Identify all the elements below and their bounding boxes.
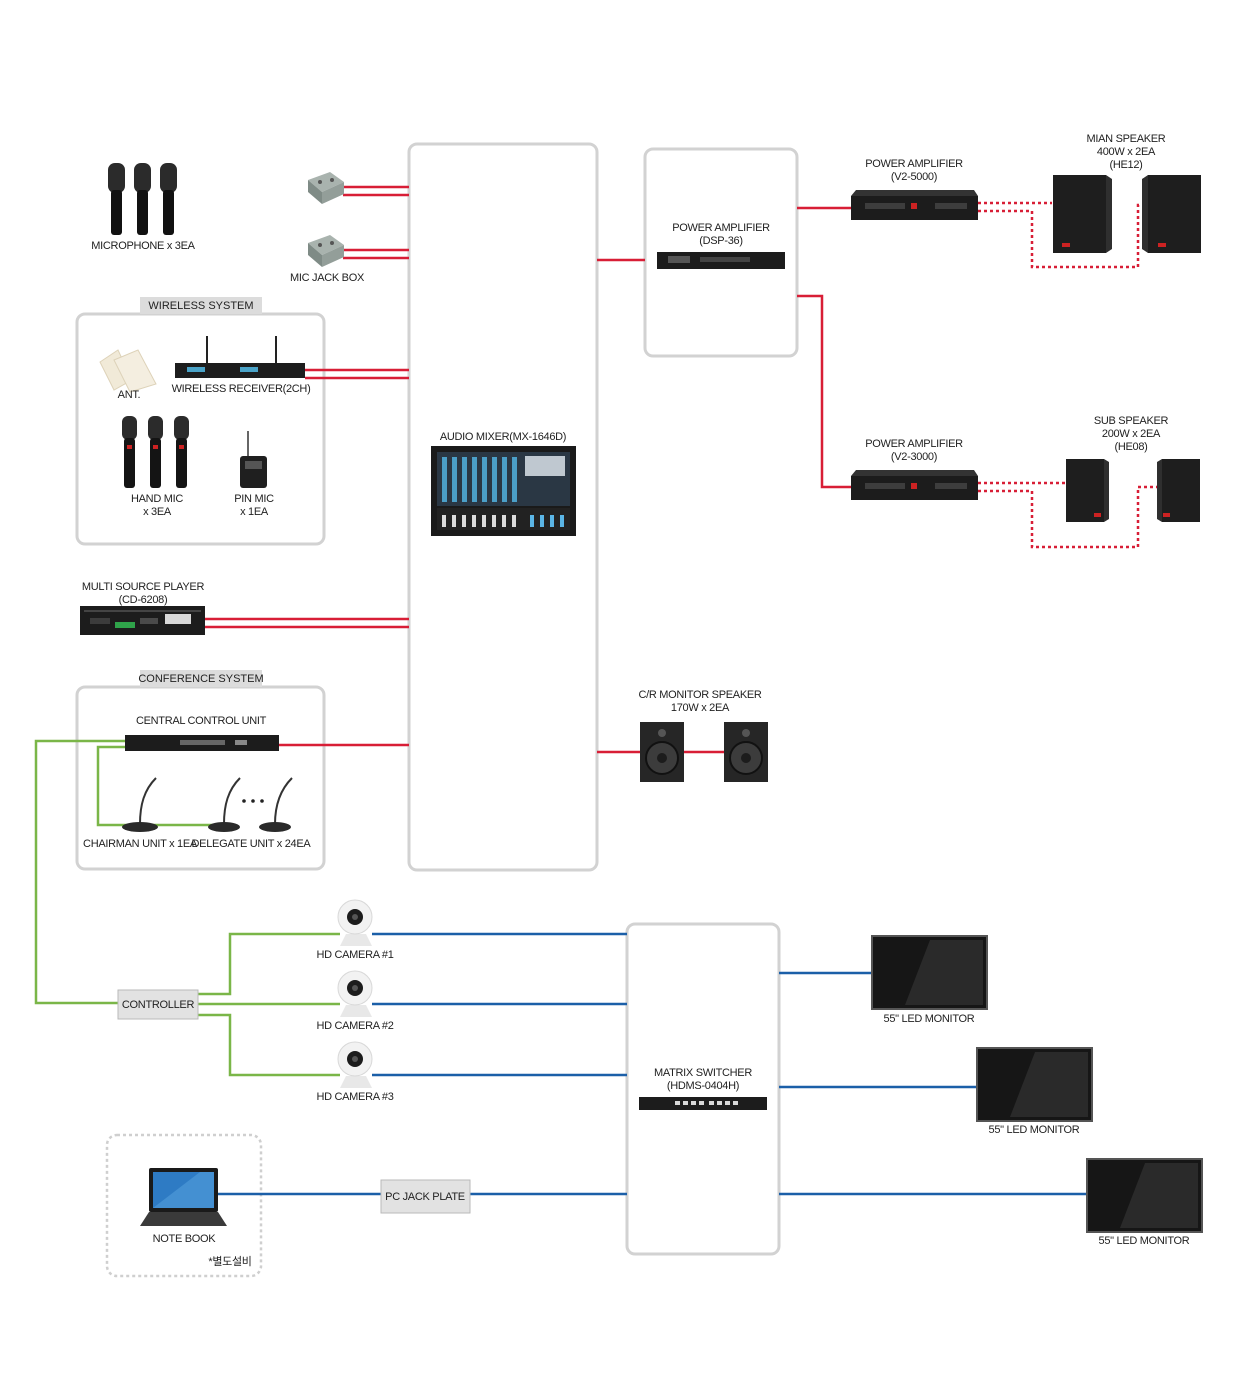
antenna-icon xyxy=(99,349,157,393)
sub-amp-icon xyxy=(851,470,978,500)
central-control-unit-icon xyxy=(125,735,279,751)
led-monitor-2-label: 55" LED MONITOR xyxy=(989,1124,1080,1136)
multi-source-player-icon xyxy=(80,606,205,635)
hd-camera-2-label: HD CAMERA #2 xyxy=(316,1020,393,1032)
pin-mic-label-2: x 1EA xyxy=(240,506,269,518)
delegate-unit-label: DELEGATE UNIT x 24EA xyxy=(192,838,312,850)
notebook-icon xyxy=(140,1168,227,1226)
monitor-speaker-icon xyxy=(640,722,768,782)
multi-source-player-label-2: (CD-6208) xyxy=(119,594,168,606)
hd-camera-icon xyxy=(337,899,373,1088)
matrix-switcher-icon xyxy=(639,1097,767,1110)
sub-amp-label-1: POWER AMPLIFIER xyxy=(865,438,963,450)
matrix-switcher-label-2: (HDMS-0404H) xyxy=(667,1080,739,1092)
led-monitor-3-label: 55" LED MONITOR xyxy=(1099,1235,1190,1247)
pc-jack-plate-label: PC JACK PLATE xyxy=(385,1191,465,1203)
hd-camera-1-label: HD CAMERA #1 xyxy=(316,949,393,961)
hd-camera-3-label: HD CAMERA #3 xyxy=(316,1091,393,1103)
mic-jack-box-label: MIC JACK BOX xyxy=(290,272,365,284)
main-amp-label-2: (V2-5000) xyxy=(891,171,937,183)
wireless-system-tag xyxy=(140,297,262,314)
main-speaker-label-1: MIAN SPEAKER xyxy=(1087,133,1166,145)
matrix-switcher-box xyxy=(625,922,781,1256)
matrix-switcher-label-1: MATRIX SWITCHER xyxy=(654,1067,752,1079)
main-speaker-label-2: 400W x 2EA xyxy=(1097,146,1156,158)
video-lines xyxy=(218,932,1087,1196)
audio-lines xyxy=(205,185,1158,754)
monitor-speaker-label-2: 170W x 2EA xyxy=(671,702,730,714)
wireless-receiver-label: WIRELESS RECEIVER(2CH) xyxy=(172,383,311,395)
chairman-unit-label: CHAIRMAN UNIT x 1EA xyxy=(83,838,198,850)
control-lines xyxy=(34,739,340,1077)
hand-mic-label-2: x 3EA xyxy=(143,506,172,518)
sub-speaker-label-2: 200W x 2EA xyxy=(1102,428,1161,440)
audio-mixer-label: AUDIO MIXER(MX-1646D) xyxy=(440,431,566,443)
sub-speaker-label-3: (HE08) xyxy=(1114,441,1147,453)
main-speaker-label-3: (HE12) xyxy=(1109,159,1142,171)
mic-jack-box-icon xyxy=(308,172,344,267)
delegate-unit-icon xyxy=(208,777,293,832)
main-amp-label-1: POWER AMPLIFIER xyxy=(865,158,963,170)
monitor-speaker-label-1: C/R MONITOR SPEAKER xyxy=(638,689,761,701)
sub-amp-label-2: (V2-3000) xyxy=(891,451,937,463)
dsp-amp-icon xyxy=(657,252,785,269)
conference-system-tag xyxy=(140,670,262,687)
chairman-unit-icon xyxy=(122,777,158,832)
led-monitor-icon xyxy=(871,935,1203,1233)
multi-source-player-label-1: MULTI SOURCE PLAYER xyxy=(82,581,205,593)
wireless-system-title: WIRELESS SYSTEM xyxy=(148,300,253,312)
dsp-amp-label-1: POWER AMPLIFIER xyxy=(672,222,770,234)
led-monitor-1-label: 55" LED MONITOR xyxy=(884,1013,975,1025)
pin-mic-icon xyxy=(240,431,267,488)
pin-mic-label-1: PIN MIC xyxy=(234,493,274,505)
hand-mic-label-1: HAND MIC xyxy=(131,493,183,505)
notebook-dashed-box xyxy=(105,1133,263,1278)
conference-system-title: CONFERENCE SYSTEM xyxy=(138,673,263,685)
notebook-label: NOTE BOOK xyxy=(153,1233,217,1245)
separate-equipment-note: *별도설비 xyxy=(208,1255,251,1268)
controller-box xyxy=(117,989,199,1020)
main-amp-icon xyxy=(851,190,978,220)
microphone-icon xyxy=(108,163,177,235)
pc-jack-plate-box xyxy=(380,1179,471,1214)
controller-label: CONTROLLER xyxy=(122,999,195,1011)
wireless-receiver-icon xyxy=(175,336,305,378)
sub-speaker-label-1: SUB SPEAKER xyxy=(1094,415,1169,427)
audio-mixer-icon xyxy=(431,446,576,536)
antenna-label: ANT. xyxy=(118,389,141,401)
dsp-amp-label-2: (DSP-36) xyxy=(699,235,742,247)
hand-mic-icon xyxy=(122,416,189,488)
main-speaker-icon xyxy=(1053,175,1201,253)
sub-speaker-icon xyxy=(1066,459,1200,522)
microphone-label: MICROPHONE x 3EA xyxy=(91,240,195,252)
central-control-unit-label: CENTRAL CONTROL UNIT xyxy=(136,715,267,727)
wireless-system-box xyxy=(75,312,326,546)
